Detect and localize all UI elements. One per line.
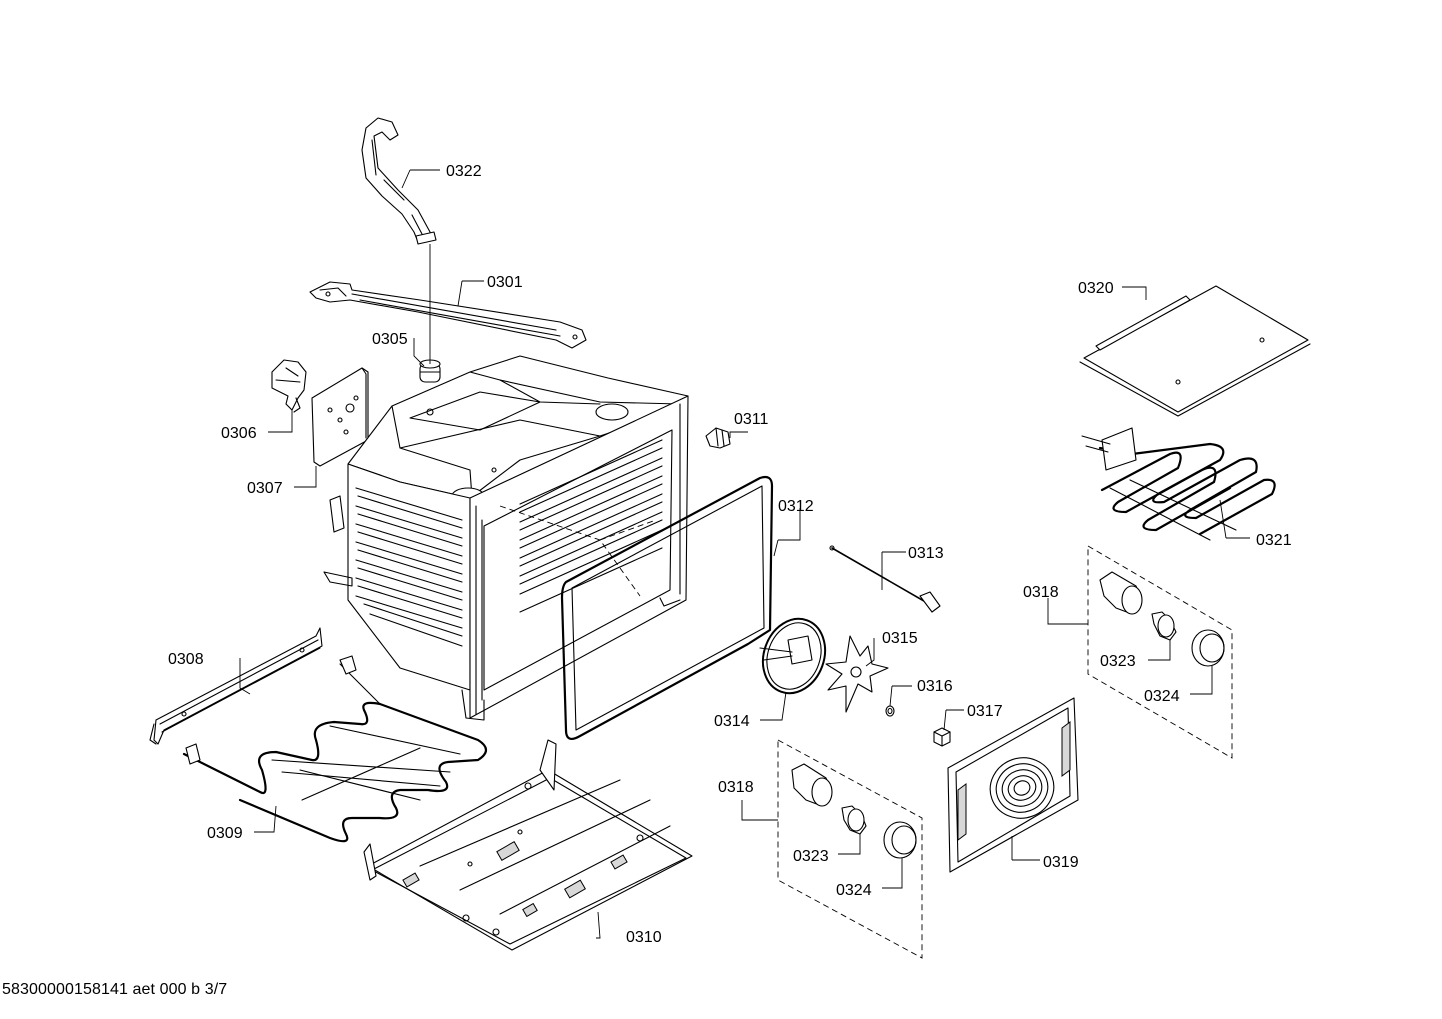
part-0313-sensor-rod xyxy=(829,545,941,613)
callout-0320: 0320 xyxy=(1078,280,1114,297)
callout-0311: 0311 xyxy=(734,411,769,428)
part-0315-fan xyxy=(825,635,889,713)
callout-0301: 0301 xyxy=(487,274,523,291)
callout-0318-lower: 0318 xyxy=(718,779,754,796)
callout-labels: 0322 0301 0305 0306 0307 0311 0312 0313 … xyxy=(168,163,1292,946)
part-0320-top-plate xyxy=(1079,285,1311,417)
leader-lines xyxy=(239,169,1250,939)
callout-0309: 0309 xyxy=(207,825,243,842)
callout-0315: 0315 xyxy=(882,630,918,647)
part-0321-grill-heater xyxy=(1081,427,1276,541)
callout-0323-lower: 0323 xyxy=(793,848,829,865)
callout-0312: 0312 xyxy=(778,498,814,515)
callout-0310: 0310 xyxy=(626,929,662,946)
callout-0305: 0305 xyxy=(372,331,408,348)
oven-cavity xyxy=(323,355,689,721)
callout-0317: 0317 xyxy=(967,703,1003,720)
callout-0324-lower: 0324 xyxy=(836,882,872,899)
lamp-group-upper xyxy=(1087,545,1233,759)
part-0312-door-seal xyxy=(560,475,774,740)
callout-0307: 0307 xyxy=(247,480,283,497)
callout-0323-upper: 0323 xyxy=(1100,653,1136,670)
callout-0316: 0316 xyxy=(917,678,953,695)
lamp-group-lower xyxy=(777,739,923,959)
part-0319-back-panel xyxy=(947,697,1079,873)
callout-0313: 0313 xyxy=(908,545,944,562)
part-0310-bottom-plate xyxy=(363,739,693,951)
callout-0308: 0308 xyxy=(168,651,204,668)
callout-0306: 0306 xyxy=(221,425,257,442)
part-0306-bracket xyxy=(271,359,307,413)
part-0308-bracket-bar xyxy=(149,627,323,745)
callout-0318-upper: 0318 xyxy=(1023,584,1059,601)
part-0316-washer xyxy=(885,705,895,717)
part-0314-ring-heater xyxy=(759,617,827,695)
callout-0314: 0314 xyxy=(714,713,750,730)
callout-0321: 0321 xyxy=(1256,532,1292,549)
part-0309-bottom-heater xyxy=(182,655,488,843)
part-0311-plug xyxy=(705,427,731,449)
document-id: 58300000158141 aet 000 b 3/7 xyxy=(2,981,228,998)
part-0317-nut xyxy=(933,727,951,747)
part-0307-plate xyxy=(311,367,369,467)
callout-0322: 0322 xyxy=(446,163,482,180)
part-0301-top-rail xyxy=(309,281,587,349)
callout-0319: 0319 xyxy=(1043,854,1079,871)
part-0322-hose xyxy=(361,117,437,245)
callout-0324-upper: 0324 xyxy=(1144,688,1180,705)
